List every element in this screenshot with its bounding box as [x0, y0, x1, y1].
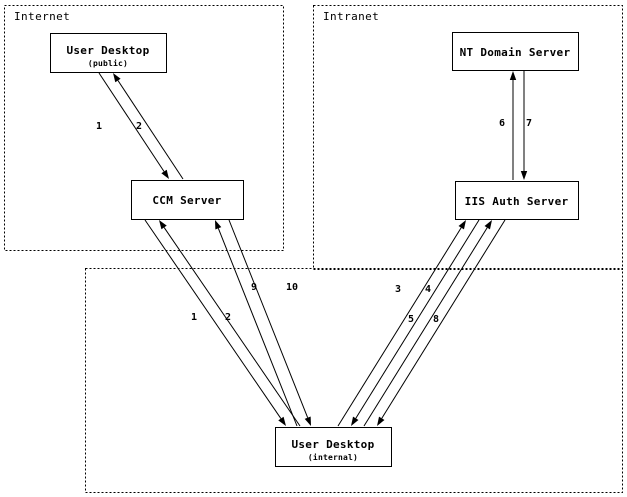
step-label-flow-iis-to-internal-8: 8 — [433, 314, 439, 325]
arrow-head-7 — [520, 171, 528, 180]
node-box-nt-domain-server[interactable] — [452, 32, 579, 71]
arrow-head-2 — [159, 220, 167, 230]
flow-line-5 — [363, 227, 488, 427]
node-iis-auth-server[interactable]: IIS Auth Server — [455, 181, 579, 220]
node-title-user-desktop-internal: User Desktop — [291, 438, 374, 451]
flow-arrows-group — [98, 71, 528, 427]
flow-line-9 — [217, 228, 298, 427]
step-label-flow-iis-to-nt: 6 — [499, 118, 505, 129]
node-user-desktop-public[interactable]: User Desktop(public) — [50, 33, 167, 73]
flow-line-3 — [337, 227, 462, 427]
node-box-ccm-server[interactable] — [131, 180, 244, 220]
flow-line-2 — [117, 80, 184, 180]
step-label-flow-ccm-to-internal-req: 1 — [191, 312, 197, 323]
arrow-head-8 — [377, 416, 385, 426]
zone-intranet-boundary — [313, 5, 623, 270]
flow-line-10 — [228, 219, 309, 418]
zone-group: Internet Intranet — [4, 5, 623, 493]
arrow-head-6 — [509, 71, 517, 80]
node-box-iis-auth-server[interactable] — [455, 181, 579, 220]
node-title-ccm-server: CCM Server — [152, 194, 221, 207]
arrow-head-4 — [351, 416, 359, 426]
node-subtitle-user-desktop-public: (public) — [88, 58, 128, 68]
node-subtitle-user-desktop-internal: (internal) — [308, 452, 358, 462]
flow-line-2 — [163, 227, 301, 427]
arrow-head-3 — [458, 220, 466, 230]
flow-line-8 — [381, 219, 506, 419]
node-box-user-desktop-internal[interactable] — [275, 427, 392, 467]
node-title-nt-domain-server: NT Domain Server — [460, 46, 571, 59]
zone-label-internet: Internet — [14, 10, 70, 23]
flow-line-4 — [355, 219, 480, 419]
step-label-flow-internal-to-ccm-resp: 2 — [225, 312, 231, 323]
node-user-desktop-internal[interactable]: User Desktop(internal) — [275, 427, 392, 467]
step-label-flow-internal-to-iis-5: 5 — [408, 314, 414, 325]
flow-line-1 — [98, 72, 165, 172]
step-label-flow-internal-to-ccm: 9 — [251, 282, 257, 293]
arrow-head-5 — [484, 220, 492, 230]
node-nt-domain-server[interactable]: NT Domain Server — [452, 32, 579, 71]
node-title-iis-auth-server: IIS Auth Server — [465, 195, 569, 208]
zone-internet-boundary — [4, 5, 284, 251]
arrow-head-9 — [215, 220, 222, 230]
node-title-user-desktop-public: User Desktop — [66, 44, 149, 57]
arrow-head-2 — [113, 73, 121, 83]
arrow-head-10 — [304, 416, 311, 426]
node-box-user-desktop-public[interactable] — [50, 33, 167, 73]
zone-label-intranet: Intranet — [323, 10, 379, 23]
flow-line-1 — [144, 219, 282, 419]
step-labels-group: 1 2 9 10 1 2 3 4 5 8 6 7 — [96, 118, 532, 325]
arrow-head-1 — [278, 416, 286, 426]
zone-internal-boundary — [85, 268, 623, 493]
step-label-flow-ccm-to-public: 2 — [136, 121, 142, 132]
step-label-flow-nt-to-iis: 7 — [526, 118, 532, 129]
arrow-head-1 — [161, 169, 169, 179]
step-label-flow-iis-to-internal-4: 4 — [425, 284, 431, 295]
step-label-flow-public-to-ccm: 1 — [96, 121, 102, 132]
step-label-flow-internal-to-iis-3: 3 — [395, 284, 401, 295]
node-ccm-server[interactable]: CCM Server — [131, 180, 244, 220]
step-label-flow-ccm-to-internal: 10 — [286, 282, 298, 293]
